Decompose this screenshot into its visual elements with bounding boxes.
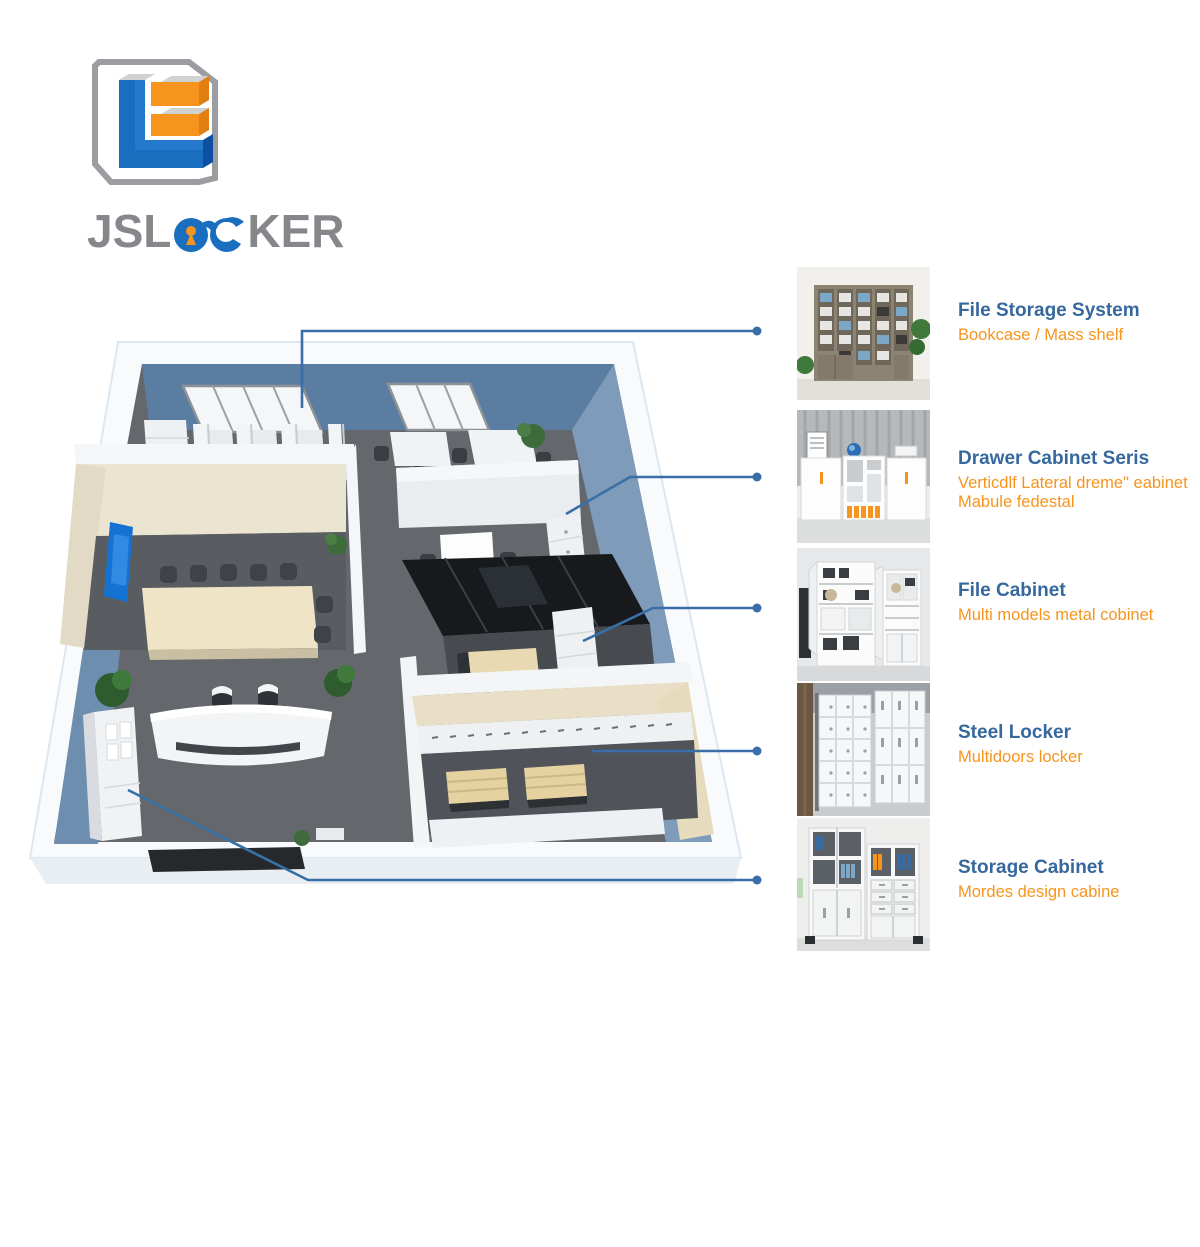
product-label-storage-cabinet: Storage Cabinet Mordes design cabine xyxy=(958,857,1200,902)
reception-chairs xyxy=(212,684,278,710)
product-subtitle: Multidoors locker xyxy=(958,747,1083,766)
brand-logo: JSL KER xyxy=(85,52,345,255)
meeting-room xyxy=(60,444,366,660)
product-label-file-cabinet: File Cabinet Multi models metal cobinet xyxy=(958,580,1200,625)
reception-desk xyxy=(150,704,332,766)
steel-locker-thumbnail xyxy=(797,683,930,816)
shoe-bench-row xyxy=(429,808,665,848)
bookcase-thumbnail xyxy=(797,267,930,400)
product-title: Storage Cabinet xyxy=(958,857,1104,878)
product-subtitle: Verticdlf Lateral dreme" eabinet Mabule … xyxy=(958,473,1188,511)
bench xyxy=(524,764,587,808)
product-label-drawer-cabinet: Drawer Cabinet Seris Verticdlf Lateral d… xyxy=(958,448,1200,512)
product-label-steel-locker: Steel Locker Multidoors locker xyxy=(958,722,1200,767)
logo-text-suffix: KER xyxy=(247,205,345,257)
entrance-mat xyxy=(148,847,305,872)
meeting-room-wall xyxy=(76,464,346,536)
floor-plan xyxy=(28,341,743,884)
product-subtitle: Multi models metal cobinet xyxy=(958,605,1154,624)
product-title: Drawer Cabinet Seris xyxy=(958,448,1150,469)
callout-lines xyxy=(127,329,757,882)
logo-wordmark: JSL KER xyxy=(87,207,345,255)
drawer-cabinet-thumbnail xyxy=(797,410,930,543)
office-windows xyxy=(386,382,491,432)
partition xyxy=(400,656,430,848)
bench xyxy=(446,768,509,812)
callout-line-storage-cabinet xyxy=(127,788,757,882)
locker-room-wall xyxy=(412,682,691,726)
file-cabinet-thumbnail xyxy=(797,548,930,681)
product-subtitle: Bookcase / Mass shelf xyxy=(958,325,1124,344)
locker-room xyxy=(408,662,714,848)
conference-table xyxy=(142,586,318,650)
file-cabinet-unit xyxy=(552,607,599,681)
partition-wall-top xyxy=(396,460,579,482)
storage-cabinet-thumbnail xyxy=(797,818,930,951)
callout-line-file-storage xyxy=(300,329,757,408)
lock-infinity-icon xyxy=(174,217,245,252)
office-desks xyxy=(374,423,551,481)
logo-mark-icon xyxy=(92,59,218,185)
locker-row xyxy=(417,712,694,754)
logo-text-prefix: JSL xyxy=(87,205,172,257)
product-subtitle: Mordes design cabine xyxy=(958,882,1120,901)
product-title: Steel Locker xyxy=(958,722,1071,743)
product-title: File Storage System xyxy=(958,300,1140,321)
callout-dots xyxy=(752,326,762,885)
storage-cabinet-unit xyxy=(83,707,142,841)
callout-line-file-cabinet xyxy=(582,606,757,643)
product-title: File Cabinet xyxy=(958,580,1066,601)
glass-skylight xyxy=(181,384,324,434)
callout-line-drawer-cabinet xyxy=(565,475,757,516)
reception-area xyxy=(83,665,355,872)
product-label-file-storage: File Storage System Bookcase / Mass shel… xyxy=(958,300,1200,345)
